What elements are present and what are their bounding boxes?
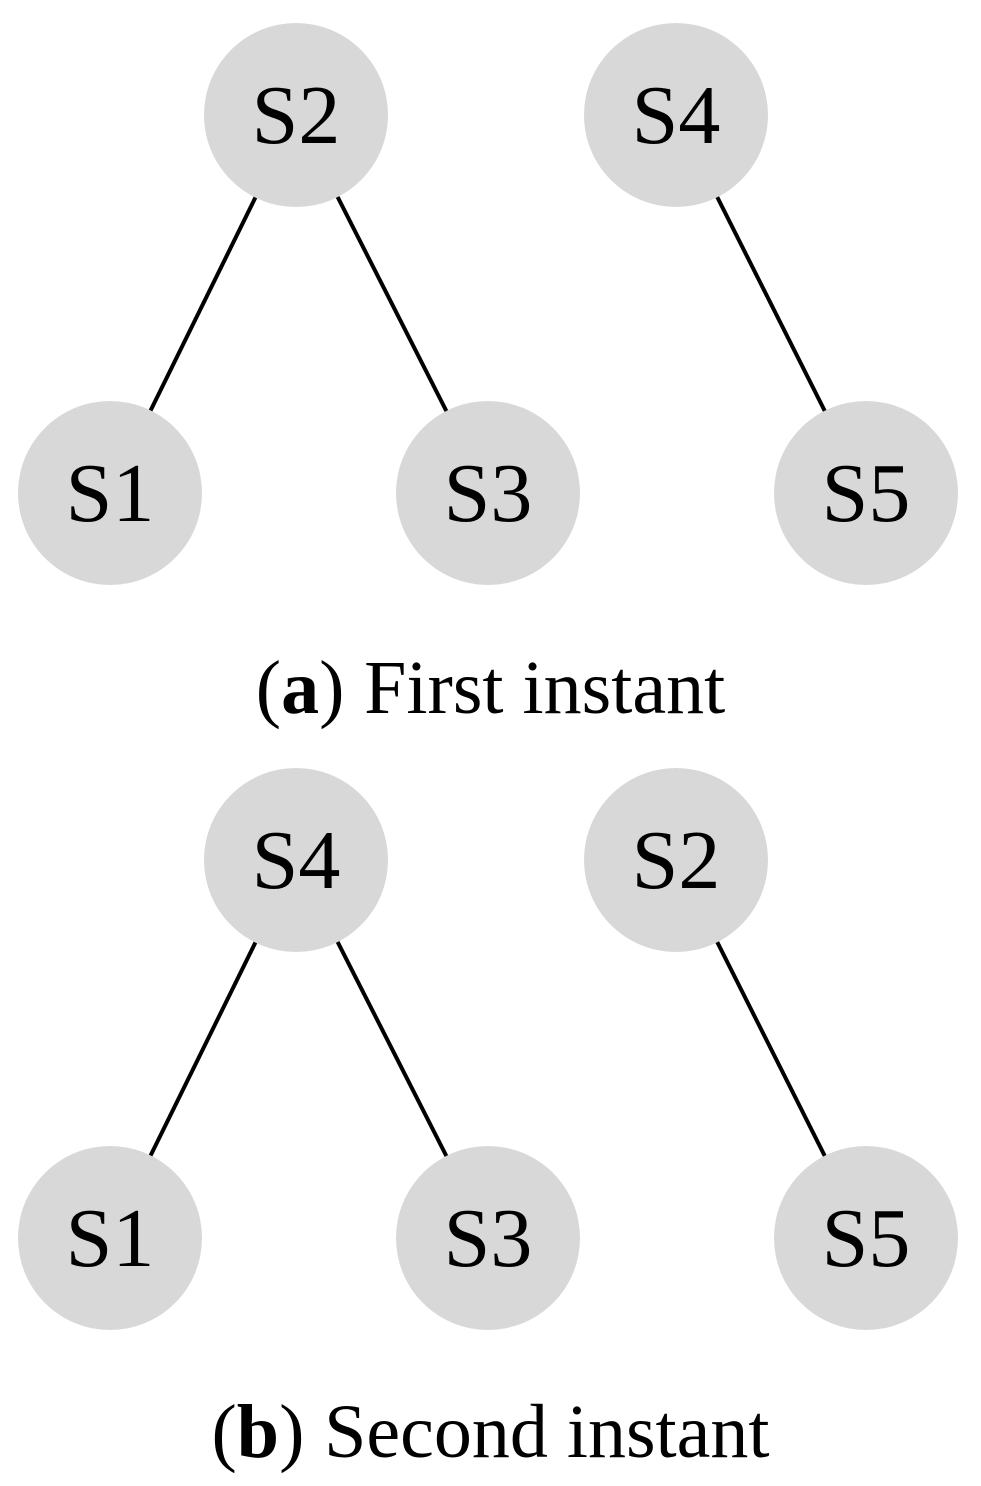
panel-b-node-s1: S1 bbox=[18, 1146, 202, 1330]
node-circle bbox=[774, 1146, 958, 1330]
node-circle bbox=[204, 23, 388, 207]
node-circle bbox=[396, 1146, 580, 1330]
node-circle bbox=[396, 401, 580, 585]
caption-a-letter: a bbox=[281, 646, 320, 730]
panel-b-node-s3: S3 bbox=[396, 1146, 580, 1330]
caption-a: (a)First instant bbox=[0, 650, 981, 726]
node-label: S5 bbox=[822, 447, 911, 540]
node-label: S1 bbox=[66, 1192, 155, 1285]
caption-b-close-paren: ) bbox=[279, 1390, 305, 1474]
caption-b-text: Second instant bbox=[324, 1390, 770, 1474]
caption-b-letter: b bbox=[236, 1390, 280, 1474]
panel-b-node-s5: S5 bbox=[774, 1146, 958, 1330]
panel-a-node-s2: S2 bbox=[204, 23, 388, 207]
node-label: S5 bbox=[822, 1192, 911, 1285]
panel-a-node-s1: S1 bbox=[18, 401, 202, 585]
node-circle bbox=[18, 1146, 202, 1330]
caption-b-open-paren: ( bbox=[211, 1390, 237, 1474]
node-label: S4 bbox=[632, 69, 721, 162]
node-circle bbox=[584, 768, 768, 952]
node-label: S3 bbox=[444, 447, 533, 540]
caption-a-text: First instant bbox=[364, 646, 726, 730]
panel-a-graph: S2 S4 S1 S3 S5 bbox=[18, 23, 958, 585]
panel-a-node-s3: S3 bbox=[396, 401, 580, 585]
node-label: S4 bbox=[252, 814, 341, 907]
node-circle bbox=[774, 401, 958, 585]
node-circle bbox=[204, 768, 388, 952]
node-circle bbox=[18, 401, 202, 585]
node-label: S3 bbox=[444, 1192, 533, 1285]
node-label: S1 bbox=[66, 447, 155, 540]
node-label: S2 bbox=[632, 814, 721, 907]
node-circle bbox=[584, 23, 768, 207]
caption-a-close-paren: ) bbox=[319, 646, 345, 730]
caption-b: (b)Second instant bbox=[0, 1394, 981, 1470]
panel-b-graph: S4 S2 S1 S3 S5 bbox=[18, 768, 958, 1330]
node-label: S2 bbox=[252, 69, 341, 162]
caption-a-open-paren: ( bbox=[255, 646, 282, 730]
panel-a-node-s5: S5 bbox=[774, 401, 958, 585]
panel-a-node-s4: S4 bbox=[584, 23, 768, 207]
panel-b-node-s2: S2 bbox=[584, 768, 768, 952]
panel-b-node-s4: S4 bbox=[204, 768, 388, 952]
